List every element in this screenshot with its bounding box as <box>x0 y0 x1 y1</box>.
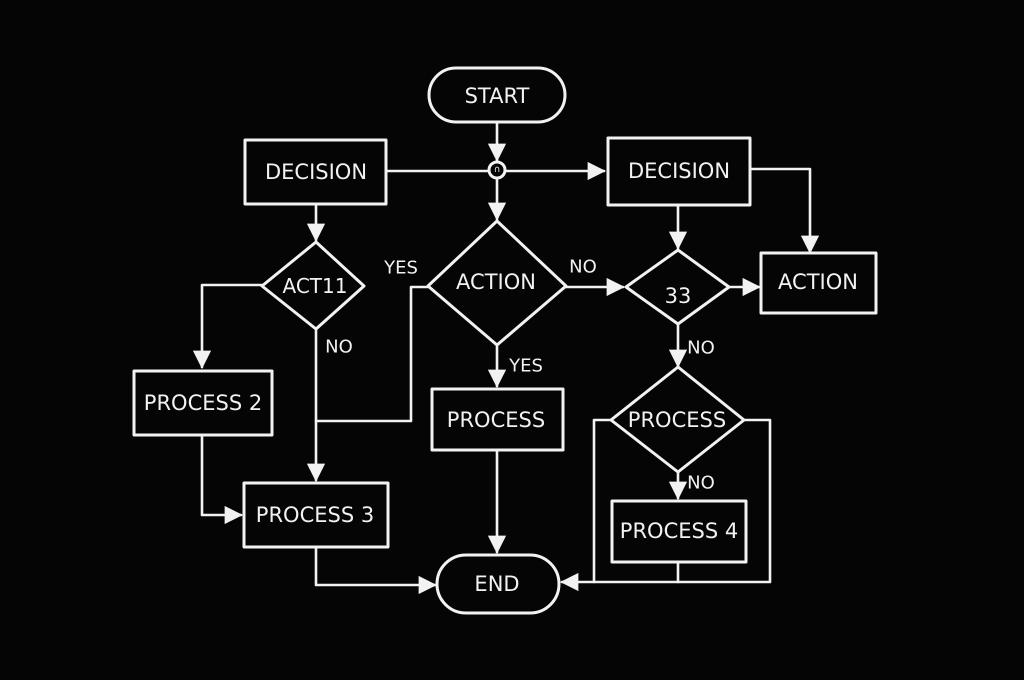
junction-connector <box>487 160 507 180</box>
nodes: ∩ START DECISION DECISION ACT11 ACTION 3… <box>132 66 878 615</box>
start-label: START <box>465 84 530 108</box>
edge-decision-right-to-action-right <box>748 167 820 254</box>
decision-left-label: DECISION <box>265 160 367 184</box>
process-center-label: PROCESS <box>447 408 545 432</box>
edges <box>192 120 820 595</box>
action-yes-left-label: YES <box>383 258 418 279</box>
end-terminal[interactable] <box>435 553 561 615</box>
decision-33-no-label: NO <box>687 338 715 359</box>
action-center-diamond[interactable] <box>426 219 568 347</box>
edge-process-diamond-loop <box>592 418 772 584</box>
process-2-label: PROCESS 2 <box>144 391 262 415</box>
act11-diamond[interactable] <box>260 240 366 331</box>
process-diamond-no-label: NO <box>687 473 715 494</box>
edge-action-center-yes-branch <box>314 285 430 423</box>
start-terminal[interactable] <box>427 66 567 124</box>
edge-process-2-to-process-3 <box>200 433 243 525</box>
action-right-box[interactable] <box>759 251 878 315</box>
process-3-label: PROCESS 3 <box>256 503 374 527</box>
action-yes-down-label: YES <box>508 356 543 377</box>
edge-labels: NO YES NO YES NO NO <box>325 257 715 494</box>
edge-act11-to-process-2 <box>192 283 264 369</box>
process-2-box[interactable] <box>132 369 274 437</box>
action-center-label: ACTION <box>456 270 536 294</box>
decision-left-box[interactable] <box>243 138 388 206</box>
process-3-box[interactable] <box>242 481 390 549</box>
process-4-label: PROCESS 4 <box>620 519 738 543</box>
action-no-right-label: NO <box>569 257 597 278</box>
decision-33-label: 33 <box>665 284 692 308</box>
act11-no-label: NO <box>325 337 353 358</box>
process-center-box[interactable] <box>430 387 565 452</box>
act11-label: ACT11 <box>283 274 348 298</box>
edge-process-3-to-end <box>314 545 437 595</box>
junction-mark: ∩ <box>494 165 501 175</box>
decision-33-diamond[interactable] <box>624 248 731 326</box>
decision-right-label: DECISION <box>628 159 730 183</box>
decision-right-box[interactable] <box>606 136 752 207</box>
process-4-box[interactable] <box>610 499 748 564</box>
action-right-label: ACTION <box>778 270 858 294</box>
process-diamond[interactable] <box>609 365 746 474</box>
end-label: END <box>474 572 519 596</box>
process-diamond-label: PROCESS <box>628 408 726 432</box>
